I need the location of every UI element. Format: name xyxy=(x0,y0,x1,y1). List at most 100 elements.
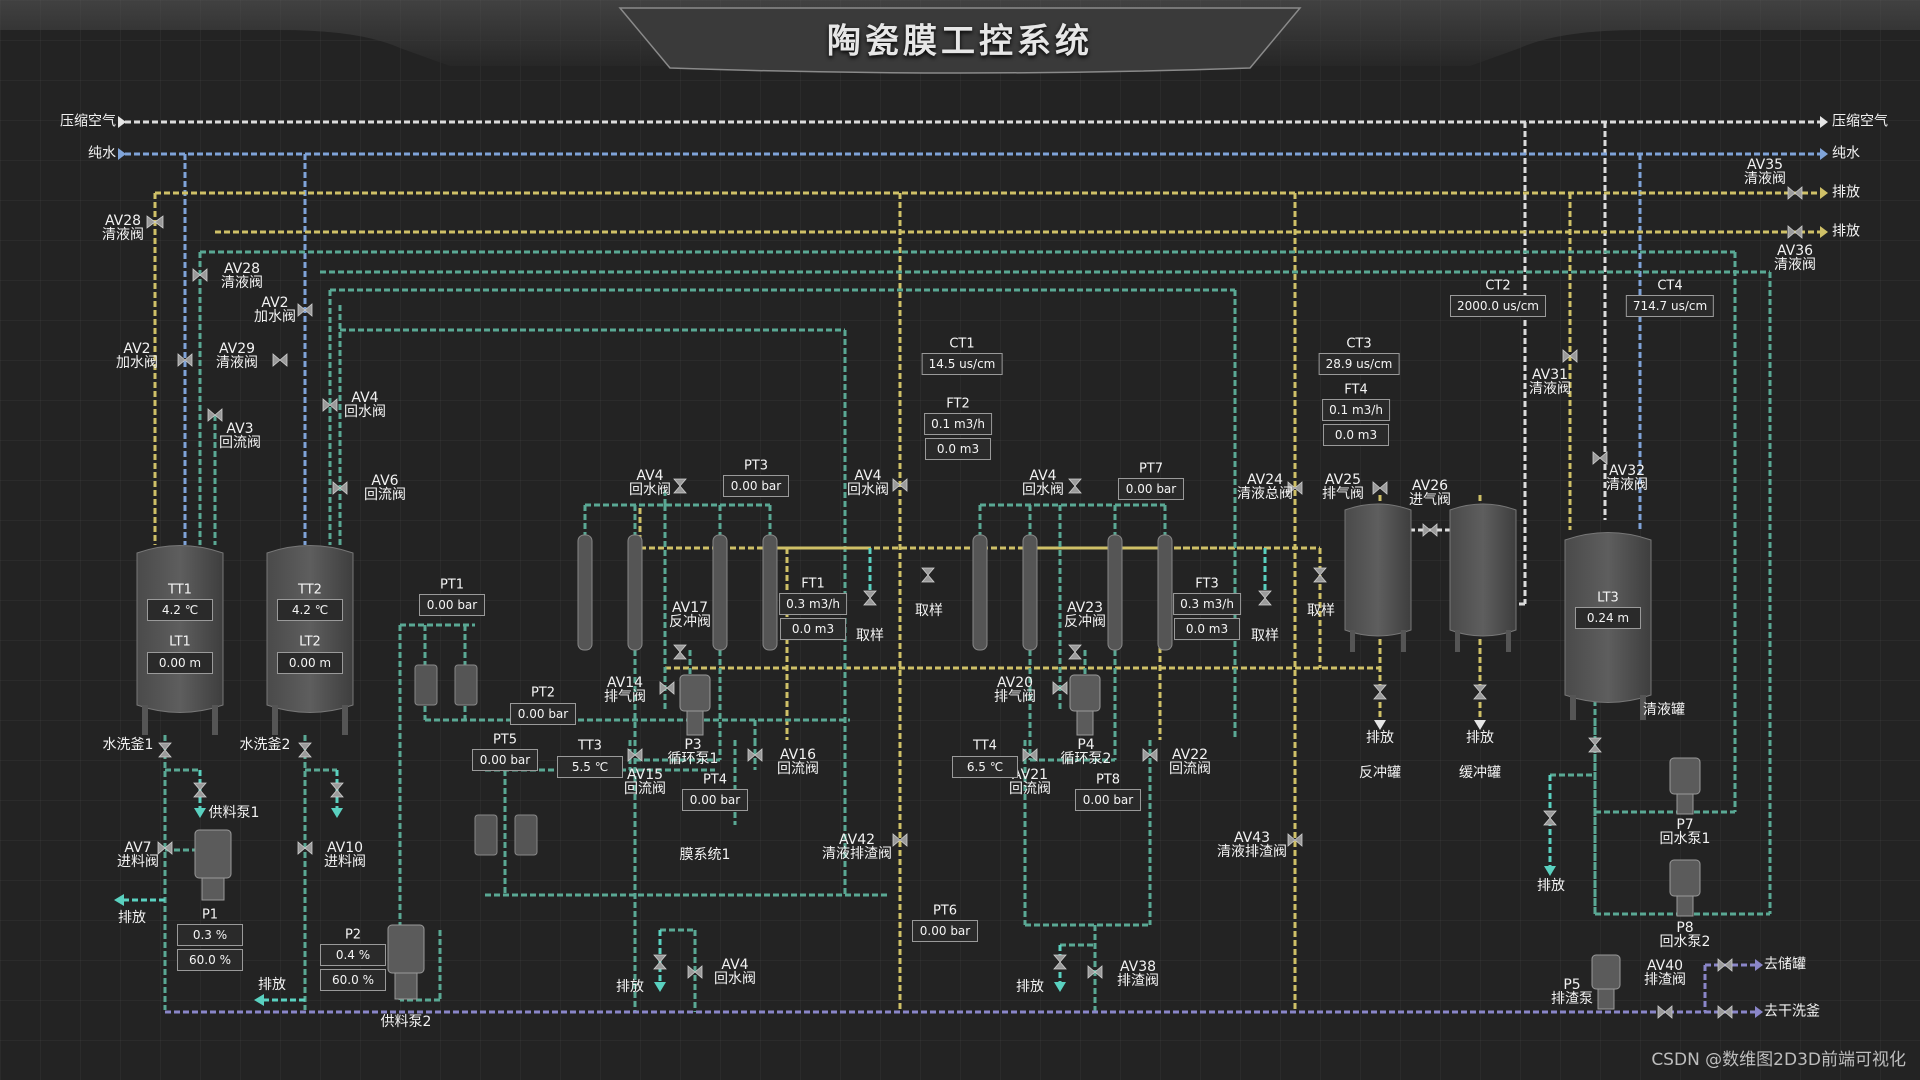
pt2-value: 0.00 bar xyxy=(510,703,576,725)
pump-p3 xyxy=(679,674,711,736)
pump-p2 xyxy=(387,924,425,1000)
lt3-tag: LT3 xyxy=(1597,590,1619,606)
valve-av4c[interactable]: AV4 回水阀 xyxy=(847,468,889,498)
tt4-tag: TT4 xyxy=(973,738,997,754)
pump-p4-label: P4 循环泵2 xyxy=(1060,737,1112,767)
tank2-name: 水洗釜2 xyxy=(239,737,291,753)
valve-av43[interactable]: AV43 清液排渣阀 xyxy=(1217,830,1287,860)
valve-av17[interactable]: AV17 反冲阀 xyxy=(669,600,711,630)
ct4-value: 714.7 us/cm xyxy=(1625,295,1715,317)
pt4-tag: PT4 xyxy=(702,772,728,788)
pump-p1 xyxy=(194,829,232,901)
pt8-tag: PT8 xyxy=(1095,772,1121,788)
pt6-value: 0.00 bar xyxy=(912,920,978,942)
p2-freq: 60.0 % xyxy=(320,969,386,991)
lt2-value: 0.00 m xyxy=(277,652,343,674)
ft2-total: 0.0 m3 xyxy=(925,438,991,460)
pt7-tag: PT7 xyxy=(1138,461,1164,477)
drain-rail-label-1: 排放 xyxy=(1832,184,1860,201)
valve-av2b[interactable]: AV2 加水阀 xyxy=(254,295,296,325)
drain-label-m1: 排放 xyxy=(616,979,644,995)
tt1-value: 4.2 ℃ xyxy=(147,599,213,621)
valve-av21[interactable]: AV21 回流阀 xyxy=(1009,767,1051,797)
valve-av28b[interactable]: AV28 清液阀 xyxy=(221,261,263,291)
ct3-value: 28.9 us/cm xyxy=(1318,353,1400,375)
air-rail-label-right: 压缩空气 xyxy=(1832,113,1888,130)
sample-label-1: 取样 xyxy=(856,628,884,644)
backflush-tank-name: 反冲罐 xyxy=(1359,765,1401,781)
pt1-value: 0.00 bar xyxy=(419,594,485,616)
valve-av36[interactable]: AV36 清液阀 xyxy=(1774,243,1816,273)
pt3-tag: PT3 xyxy=(743,458,769,474)
valve-av22[interactable]: AV22 回流阀 xyxy=(1169,747,1211,777)
pump-p7-label: P7 回水泵1 xyxy=(1659,817,1711,847)
pt7-value: 0.00 bar xyxy=(1118,478,1184,500)
valve-av35[interactable]: AV35 清液阀 xyxy=(1744,157,1786,187)
valve-av31[interactable]: AV31 清液阀 xyxy=(1529,367,1571,397)
lt2-tag: LT2 xyxy=(299,634,321,650)
valve-av32[interactable]: AV32 清液阀 xyxy=(1606,463,1648,493)
valve-av16[interactable]: AV16 回流阀 xyxy=(777,747,819,777)
ft1-total: 0.0 m3 xyxy=(780,618,846,640)
pumps xyxy=(194,674,1701,1010)
drain-label-clear: 排放 xyxy=(1537,878,1565,894)
valve-av3[interactable]: AV3 回流阀 xyxy=(219,421,261,451)
pump-p2-name: 供料泵2 xyxy=(380,1014,432,1030)
p1-tag: P1 xyxy=(201,907,219,923)
valve-av24[interactable]: AV24 清液总阀 xyxy=(1237,472,1293,502)
lt1-tag: LT1 xyxy=(169,634,191,650)
valve-av10[interactable]: AV10 进料阀 xyxy=(324,840,366,870)
ft2-tag: FT2 xyxy=(946,396,970,412)
drain-label-p1: 排放 xyxy=(118,910,146,926)
valve-av20[interactable]: AV20 排气阀 xyxy=(994,675,1036,705)
lt1-value: 0.00 m xyxy=(147,652,213,674)
valve-av42[interactable]: AV42 清液排渣阀 xyxy=(822,832,892,862)
valve-av6[interactable]: AV6 回流阀 xyxy=(364,473,406,503)
valve-av14[interactable]: AV14 排气阀 xyxy=(604,675,646,705)
to-dryer-label: 去干洗釜 xyxy=(1764,1003,1820,1020)
valve-av29[interactable]: AV29 清液阀 xyxy=(216,341,258,371)
buffer-drain-label: 排放 xyxy=(1466,730,1494,746)
valve-av23[interactable]: AV23 反冲阀 xyxy=(1064,600,1106,630)
p1-freq: 60.0 % xyxy=(177,949,243,971)
tank3-name: 清液罐 xyxy=(1643,702,1685,718)
sample-label-4: 取样 xyxy=(1307,603,1335,619)
ct3-tag: CT3 xyxy=(1346,336,1372,352)
pt8-value: 0.00 bar xyxy=(1075,789,1141,811)
p2-tag: P2 xyxy=(344,927,362,943)
ft4-flow: 0.1 m3/h xyxy=(1322,399,1390,421)
pump-p8-label: P8 回水泵2 xyxy=(1659,920,1711,950)
drain-label-p2: 排放 xyxy=(258,977,286,993)
ct4-tag: CT4 xyxy=(1657,278,1683,294)
pt5-tag: PT5 xyxy=(492,732,518,748)
water-rail-label-right: 纯水 xyxy=(1832,145,1860,162)
tt1-tag: TT1 xyxy=(168,582,192,598)
pump-p5 xyxy=(1591,954,1621,1010)
tt3-tag: TT3 xyxy=(578,738,602,754)
valve-av15[interactable]: AV15 回流阀 xyxy=(624,767,666,797)
valve-av38[interactable]: AV38 排渣阀 xyxy=(1117,959,1159,989)
valve-av40[interactable]: AV40 排渣阀 xyxy=(1644,958,1686,988)
tt4-value: 6.5 ℃ xyxy=(952,756,1018,778)
to-storage-label: 去储罐 xyxy=(1764,956,1806,973)
ft1-tag: FT1 xyxy=(801,576,825,592)
valve-av4e[interactable]: AV4 回水阀 xyxy=(714,957,756,987)
valve-av28a[interactable]: AV28 清液阀 xyxy=(102,213,144,243)
ft4-tag: FT4 xyxy=(1344,382,1368,398)
ft1-flow: 0.3 m3/h xyxy=(779,593,847,615)
pump-p7 xyxy=(1669,757,1701,815)
filters xyxy=(414,664,538,856)
valve-av26[interactable]: AV26 进气阀 xyxy=(1409,478,1451,508)
valve-av4d[interactable]: AV4 回水阀 xyxy=(1022,468,1064,498)
ft2-flow: 0.1 m3/h xyxy=(924,413,992,435)
pump-p4 xyxy=(1069,674,1101,736)
lt3-value: 0.24 m xyxy=(1575,607,1641,629)
valve-av4b[interactable]: AV4 回水阀 xyxy=(629,468,671,498)
ct2-value: 2000.0 us/cm xyxy=(1450,295,1546,317)
tt3-value: 5.5 ℃ xyxy=(557,756,623,778)
valve-av7[interactable]: AV7 进料阀 xyxy=(117,840,159,870)
valve-av2a[interactable]: AV2 加水阀 xyxy=(116,341,158,371)
valve-av4a[interactable]: AV4 回水阀 xyxy=(344,390,386,420)
pump-p1-name: 供料泵1 xyxy=(208,805,260,821)
valve-av25[interactable]: AV25 排气阀 xyxy=(1322,472,1364,502)
